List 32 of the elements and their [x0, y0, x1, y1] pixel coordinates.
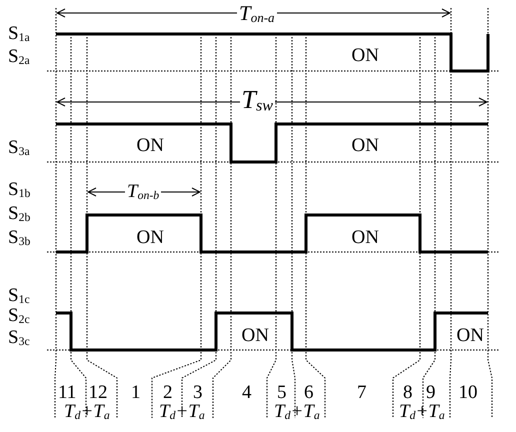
signal-label: S$_{2c}$	[8, 306, 30, 326]
time-label: T$_{d}$+T$_{a}$	[399, 402, 445, 422]
interval-number: 4	[242, 382, 252, 402]
interval-number: 9	[426, 382, 436, 402]
signal-label: S$_{1a}$	[8, 24, 30, 44]
signal-label: S$_{3a}$	[8, 138, 30, 158]
state-label: ON	[352, 46, 379, 64]
time-label: T$_{d}$+T$_{a}$	[64, 402, 110, 422]
interval-number: 8	[403, 382, 412, 402]
signal-label: S$_{2b}$	[8, 204, 30, 224]
interval-number: 3	[193, 382, 202, 402]
state-label: ON	[352, 136, 379, 154]
interval-number: 6	[304, 382, 314, 402]
signal-label: S$_{2a}$	[8, 47, 30, 67]
time-label: T$_{d}$+T$_{a}$	[274, 402, 320, 422]
signal-label: S$_{1c}$	[8, 286, 30, 306]
signal-label: S$_{1b}$	[8, 180, 30, 200]
interval-number: 2	[163, 382, 172, 402]
interval-number: 1	[131, 382, 140, 402]
interval-number: 10	[458, 382, 478, 402]
interval-number: 5	[277, 382, 286, 402]
interval-number: 12	[88, 382, 108, 402]
state-label: ON	[352, 228, 379, 246]
state-label: ON	[456, 326, 484, 344]
interval-number: 11	[58, 382, 76, 402]
state-label: ON	[136, 136, 164, 154]
state-label: ON	[242, 326, 269, 344]
interval-number: 7	[357, 382, 366, 402]
time-label: T$_{on-b}$	[125, 182, 162, 202]
signal-label: S$_{3b}$	[8, 228, 30, 248]
state-label: ON	[136, 228, 164, 246]
signal-label: S$_{3c}$	[8, 328, 30, 348]
